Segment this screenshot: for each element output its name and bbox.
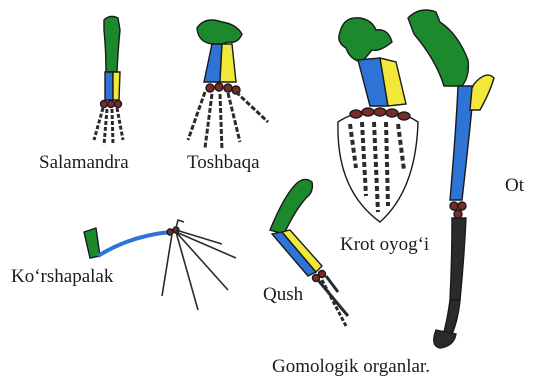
- figure-caption: Gomologik organlar.: [272, 356, 430, 378]
- turtle-radius: [204, 44, 222, 82]
- turtle-limb: [188, 20, 268, 150]
- label-salamandra: Salamandra: [39, 152, 129, 174]
- salamander-carpals: [101, 101, 122, 108]
- bird-digits: [318, 276, 348, 326]
- salamander-ulna: [113, 72, 120, 100]
- bat-forearm: [98, 232, 170, 256]
- salamander-humerus: [104, 16, 120, 72]
- label-krot: Krot oyog‘i: [340, 234, 429, 256]
- bat-humerus: [84, 228, 100, 258]
- turtle-carpals: [206, 83, 240, 94]
- horse-humerus: [408, 10, 468, 86]
- horse-limb: [408, 10, 494, 348]
- bird-humerus: [270, 179, 312, 234]
- turtle-humerus: [197, 20, 242, 44]
- label-toshbaqa: Toshbaqa: [187, 152, 260, 174]
- label-korshapalak: Ko‘rshapalak: [11, 266, 113, 288]
- turtle-digits: [188, 92, 268, 150]
- label-ot: Ot: [505, 175, 524, 197]
- horse-hoof: [434, 330, 456, 348]
- salamander-digits: [94, 108, 123, 145]
- salamander-limb: [94, 16, 123, 145]
- horse-ulna: [470, 75, 494, 110]
- label-qush: Qush: [263, 284, 303, 306]
- mole-humerus: [339, 18, 392, 62]
- salamander-radius: [105, 72, 113, 100]
- mole-limb: [338, 18, 418, 222]
- horse-pastern: [444, 300, 460, 334]
- horse-cannon-bone: [450, 218, 466, 300]
- horse-carpals: [450, 202, 466, 218]
- turtle-ulna: [220, 44, 236, 82]
- bat-limb: [84, 220, 236, 310]
